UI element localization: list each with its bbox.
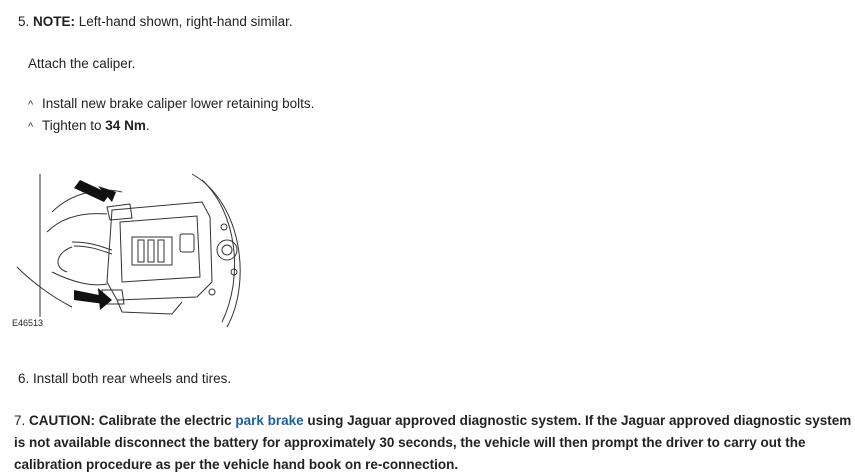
torque-suffix: .	[145, 118, 150, 133]
step-number: 6.	[18, 371, 30, 386]
step-number: 5.	[18, 14, 30, 29]
torque-value: 34 Nm	[105, 118, 146, 133]
step-7-caution: 7. CAUTION: Calibrate the electric park …	[14, 410, 852, 476]
note-label: NOTE:	[33, 14, 76, 29]
caution-text-end: using Jaguar approved diagnostic system.…	[14, 413, 852, 472]
torque-prefix: Tighten to	[42, 118, 106, 133]
caret-bullet-icon: ^	[28, 121, 34, 133]
step-6-text: Install both rear wheels and tires.	[33, 371, 232, 386]
bullet-item: ^ Install new brake caliper lower retaini…	[28, 96, 314, 111]
figure-label: E46513	[12, 318, 44, 328]
step-number: 7.	[14, 413, 26, 428]
step-5-instruction: Attach the caliper.	[28, 56, 136, 71]
park-brake-link[interactable]: park brake	[235, 413, 304, 428]
note-text: Left-hand shown, right-hand similar.	[75, 14, 293, 29]
step-5-heading: 5. NOTE: Left-hand shown, right-hand sim…	[18, 14, 293, 29]
step-6: 6. Install both rear wheels and tires.	[18, 371, 231, 386]
brake-caliper-illustration	[16, 173, 241, 328]
caution-text-start: Calibrate the electric	[95, 413, 236, 428]
caret-bullet-icon: ^	[28, 99, 34, 111]
caution-label: CAUTION:	[29, 413, 96, 428]
bullet-item: ^ Tighten to 34 Nm.	[28, 118, 150, 133]
bullet-text: Install new brake caliper lower retainin…	[42, 96, 315, 111]
